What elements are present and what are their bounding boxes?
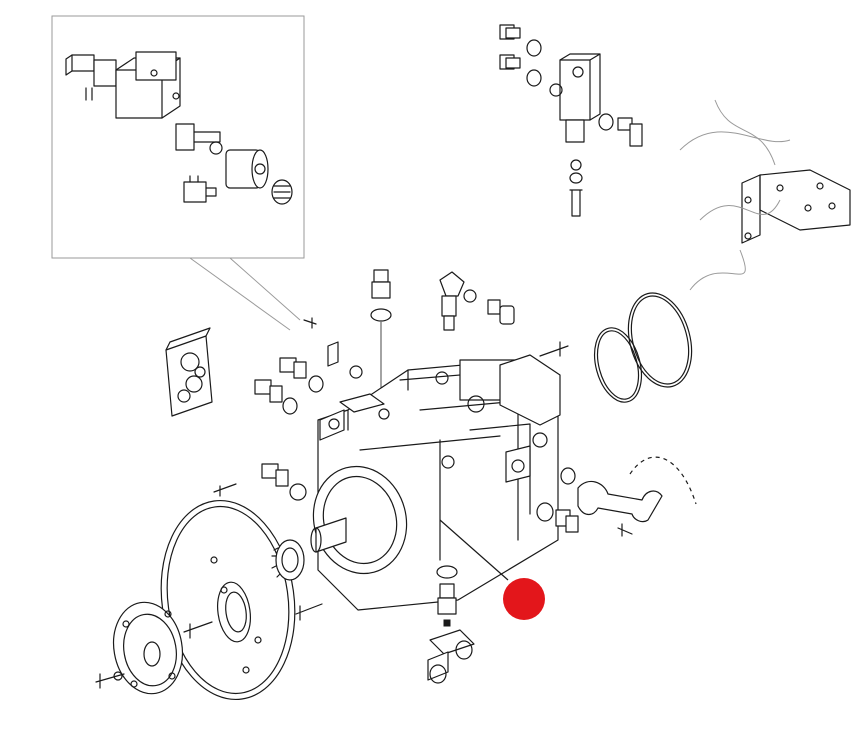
fitting-elbow-top bbox=[439, 271, 515, 331]
callout-marker[interactable] bbox=[503, 578, 545, 620]
callout-leader-line bbox=[439, 519, 509, 581]
detail-inset bbox=[51, 15, 305, 331]
coupling-hub bbox=[112, 601, 184, 695]
hydraulic-pump-body bbox=[310, 354, 561, 611]
flywheel-coupling-plate bbox=[160, 499, 296, 701]
bolts-lower-left bbox=[95, 603, 323, 689]
spline-gear bbox=[271, 539, 305, 581]
fitting-straight-top bbox=[370, 269, 392, 400]
right-side-fittings bbox=[536, 341, 697, 537]
seal-kit-bag bbox=[165, 327, 213, 417]
o-ring-large-inner bbox=[593, 327, 643, 403]
relief-valve-assembly bbox=[499, 24, 643, 217]
fitting-top-left-2 bbox=[499, 54, 542, 87]
left-side-fittings bbox=[213, 317, 435, 501]
mounting-bracket bbox=[679, 99, 851, 291]
fitting-top-left-1 bbox=[499, 24, 542, 57]
solenoid-valve-detail bbox=[65, 51, 293, 205]
bottom-tee-fitting bbox=[427, 565, 475, 684]
